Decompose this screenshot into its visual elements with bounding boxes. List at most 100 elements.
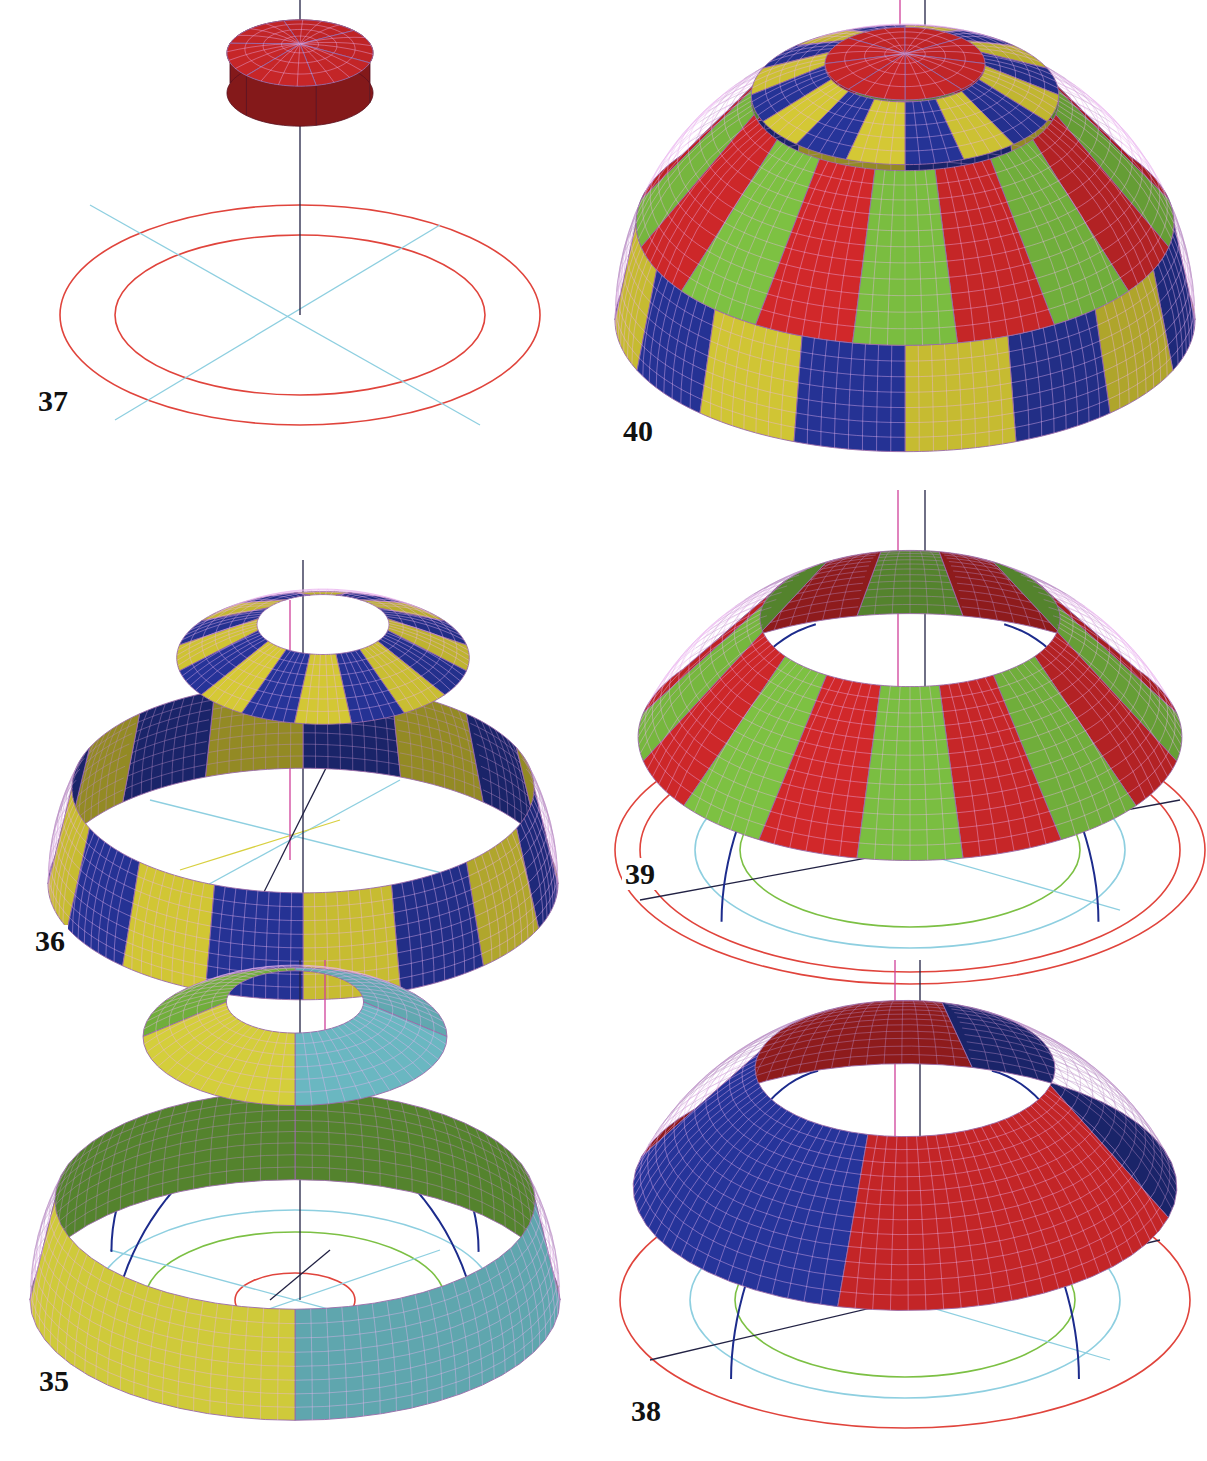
panel-face [846,99,905,164]
mesh-line [295,1011,393,1055]
mesh-line [812,172,872,183]
mesh-line [1048,1090,1164,1226]
mesh-line [32,1214,57,1315]
mesh-line [476,1272,495,1379]
dome-panel [794,336,905,452]
mesh-line [615,229,636,326]
mesh-line [342,1307,347,1418]
mesh-line [200,976,252,983]
mesh-line [132,710,210,734]
mesh-line [1012,340,1103,367]
dome-panel [123,862,215,991]
mesh-line [232,599,282,605]
mesh-line [434,662,454,684]
mesh-line [129,720,209,744]
axis-line [270,1250,330,1300]
mesh-line [789,103,816,121]
mesh-line [331,1028,375,1095]
panel-face [295,1200,560,1420]
mesh-line [1171,241,1192,339]
mesh-line [250,29,300,44]
mesh-line [828,51,905,54]
mesh-line [876,38,905,43]
mesh-line [1017,1023,1108,1105]
mesh-line [1076,668,1106,701]
mesh-line [106,721,124,810]
mesh-line [206,756,303,765]
mesh-line [189,639,192,663]
mesh-line [958,554,997,620]
dome-panel [230,21,300,44]
mesh-line [774,667,819,687]
mesh-line [31,1207,56,1308]
mesh-line [152,1012,231,1059]
mesh-line [756,328,767,433]
mesh-line [303,912,395,920]
mesh-line [1102,700,1137,738]
mesh-line [244,608,256,621]
mesh-line [920,686,928,860]
mesh-line [450,707,465,795]
mesh-line [495,1140,516,1234]
mesh-line [381,887,389,993]
mesh-line [158,1015,233,1066]
mesh-line [522,1235,546,1338]
mesh-line [314,893,315,1000]
mesh-line [489,850,508,952]
mesh-line [1019,1113,1112,1268]
mesh-line [1121,296,1138,399]
mesh-line [808,94,855,149]
mesh-line [617,292,639,342]
mesh-line [711,633,715,668]
mesh-line [120,1282,136,1390]
mesh-line [840,553,872,618]
mesh-line [948,40,966,59]
panel-face [295,1002,447,1106]
mesh-line [751,1012,820,1085]
mesh-line [176,1021,241,1079]
mesh-line [368,601,422,609]
mesh-line [210,1097,218,1186]
mesh-line [349,701,397,710]
mesh-line [1117,724,1154,765]
panel-face [123,862,215,991]
mesh-line [271,591,305,597]
mesh-line [636,1078,757,1204]
mesh-line [884,54,905,99]
dome-panel [846,99,905,164]
mesh-line [835,342,840,448]
mesh-line [486,1134,506,1227]
mesh-line [163,1106,175,1196]
mesh-line [865,54,905,95]
mesh-line [1085,168,1117,203]
mesh-line [295,1006,378,1044]
mesh-line [1148,275,1167,376]
mesh-line [337,892,341,999]
panel-face [905,336,1016,452]
mesh-line [486,1267,506,1374]
mesh-line [129,902,209,926]
mesh-line [353,1018,424,1073]
mesh-line [303,965,312,971]
dome-panel [633,1052,868,1307]
mesh-line [261,44,300,81]
mesh-line [995,1014,1068,1088]
mesh-line [905,427,1016,437]
mesh-line [1124,736,1162,778]
mesh-line [982,161,1040,329]
mesh-line [303,733,399,742]
mesh-line [266,24,300,44]
mesh-line [721,318,734,422]
mesh-line [532,803,556,901]
mesh-line [891,61,905,64]
mesh-line [643,1087,760,1220]
mesh-line [302,686,344,688]
panel-face [123,691,215,802]
mesh-line [192,662,212,684]
mesh-line [766,1010,828,1081]
mesh-line [862,32,905,40]
mesh-line [415,1106,427,1196]
mesh-line [295,966,393,1010]
mesh-line [172,698,184,785]
mesh-line [482,855,500,958]
